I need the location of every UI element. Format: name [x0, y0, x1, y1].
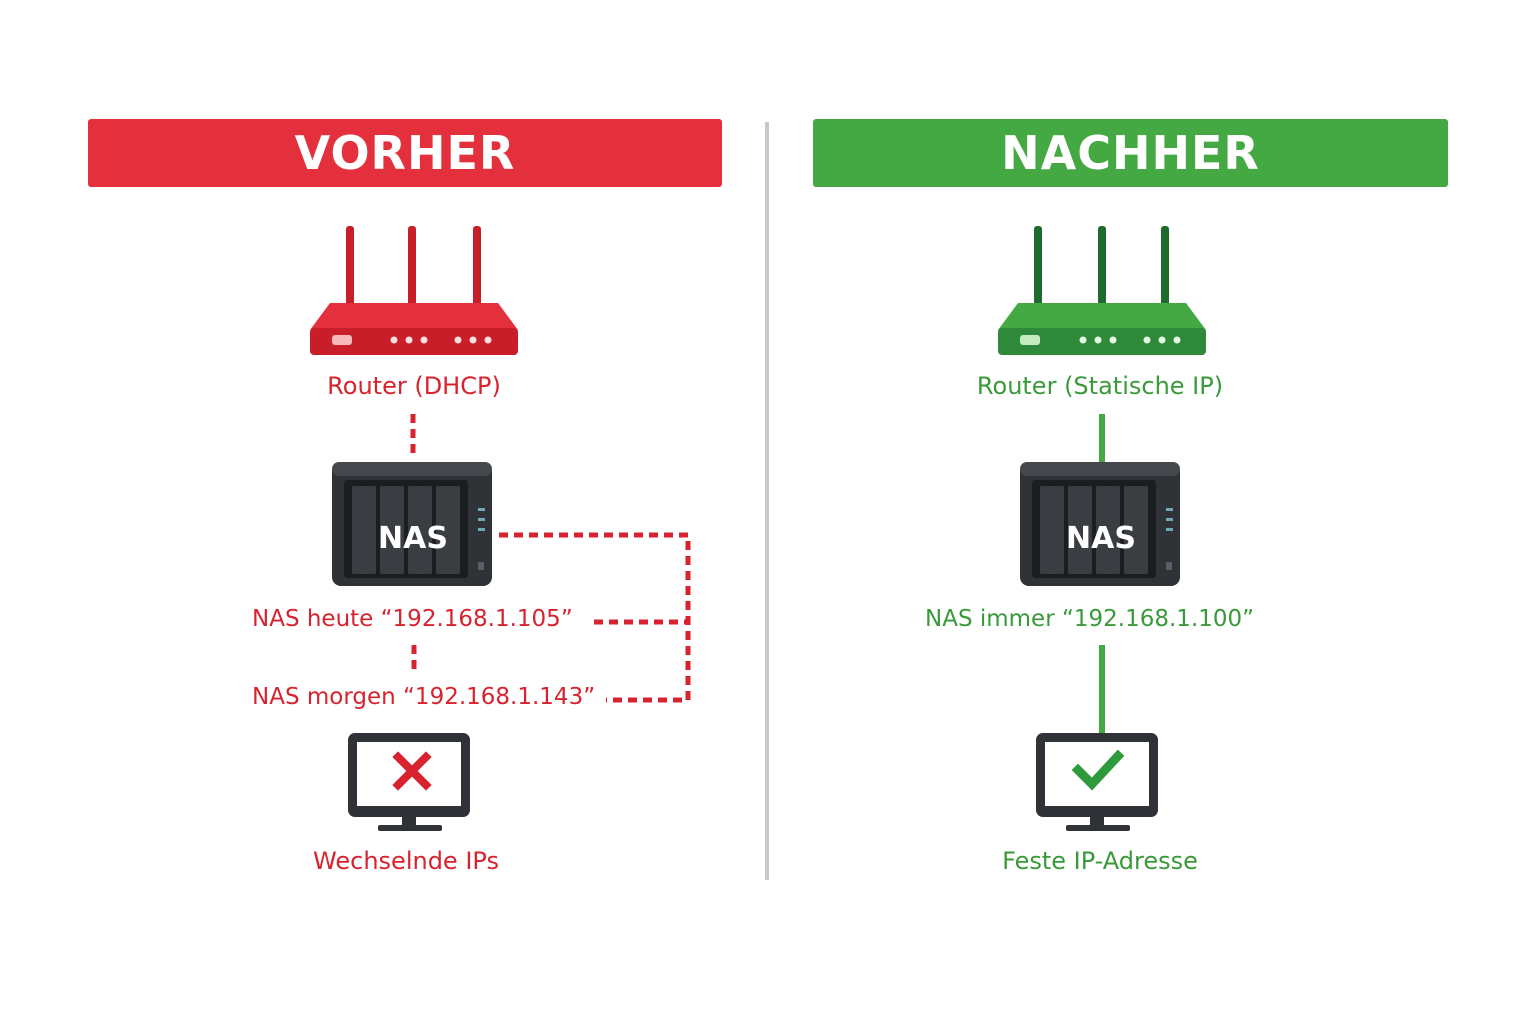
router-icon-after — [998, 226, 1206, 355]
nas-label-after: NAS — [1066, 521, 1136, 556]
after-banner: NACHHER — [813, 119, 1448, 187]
router-icon-before — [310, 226, 518, 355]
cross-icon — [392, 751, 432, 791]
status-label-before: Wechselnde IPs — [313, 847, 499, 875]
ip-tomorrow-label: NAS morgen “192.168.1.143” — [252, 684, 596, 710]
monitor-icon-before — [348, 733, 470, 831]
status-label-after: Feste IP-Adresse — [1002, 847, 1198, 875]
router-label-after: Router (Statische IP) — [976, 372, 1224, 400]
ip-fixed-label: NAS immer “192.168.1.100” — [925, 606, 1255, 632]
before-connectors — [410, 414, 691, 703]
nas-side-link-dashed — [499, 532, 691, 703]
ip-today-label: NAS heute “192.168.1.105” — [252, 606, 573, 632]
nas-icon-before — [332, 462, 492, 586]
router-label-before: Router (DHCP) — [327, 372, 501, 400]
after-title: NACHHER — [1001, 126, 1260, 180]
checkmark-icon — [1071, 749, 1125, 791]
before-title: VORHER — [294, 126, 516, 180]
nas-label-before: NAS — [378, 521, 448, 556]
nas-icon-after — [1020, 462, 1180, 586]
before-banner: VORHER — [88, 119, 722, 187]
